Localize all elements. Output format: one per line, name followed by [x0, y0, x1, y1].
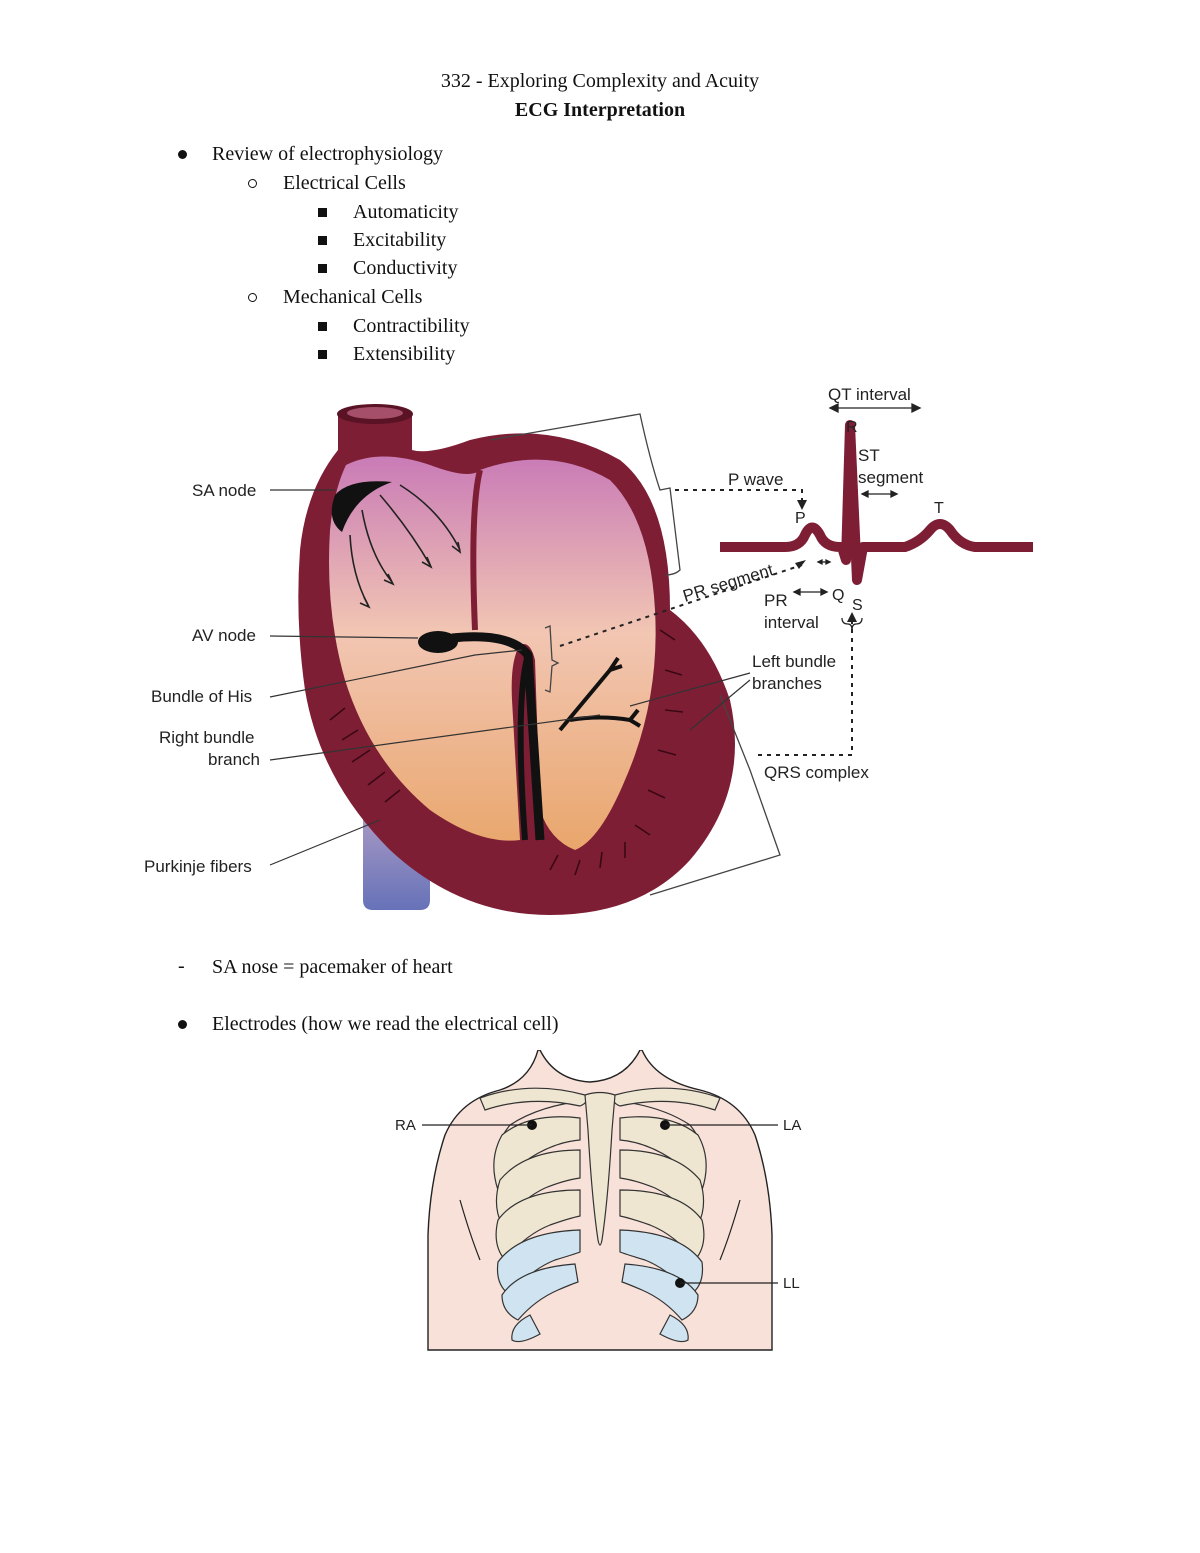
- purkinje-fibers-shape: [329, 629, 684, 876]
- circle-bullet-icon: [248, 179, 257, 188]
- rib-cage-shape: [479, 1087, 721, 1343]
- label-wave-p: P: [795, 510, 806, 527]
- square-bullet-icon: [318, 208, 327, 217]
- interval-arrow: [792, 402, 922, 597]
- outline-item: Excitability: [353, 229, 447, 251]
- av-node-shape: [418, 631, 458, 653]
- outline-item: Electrodes (how we read the electrical c…: [212, 1013, 559, 1035]
- arm-line: [719, 1199, 741, 1261]
- label-pr-interval: interval: [764, 613, 819, 632]
- label-st-segment: ST: [858, 446, 880, 465]
- sa-node-shape: [331, 481, 392, 532]
- label-la: LA: [783, 1117, 801, 1134]
- label-ll: LL: [783, 1275, 800, 1292]
- electrode-placement-diagram: RA LA LL: [395, 1050, 801, 1351]
- ecg-trace: [720, 420, 1033, 585]
- aorta-opening-shape: [347, 407, 403, 419]
- outline-item: Electrical Cells: [283, 172, 406, 194]
- septum-line: [470, 469, 483, 631]
- label-pr-interval: PR: [764, 591, 788, 610]
- page-title: 332 - Exploring Complexity and Acuity: [440, 70, 760, 92]
- label-qrs-complex: QRS complex: [764, 763, 869, 782]
- outline-item: Contractibility: [353, 315, 470, 337]
- leader-line: [269, 489, 751, 866]
- label-wave-r: R: [846, 419, 858, 436]
- label-av-node: AV node: [192, 626, 256, 645]
- label-wave-q: Q: [832, 587, 844, 604]
- label-sa-node: SA node: [192, 481, 256, 500]
- av-bracket: [544, 625, 560, 693]
- square-bullet-icon: [318, 264, 327, 273]
- square-bullet-icon: [318, 350, 327, 359]
- label-qt-interval: QT interval: [828, 385, 911, 404]
- label-purkinje: Purkinje fibers: [144, 857, 252, 876]
- outline-item: Conductivity: [353, 257, 458, 279]
- label-left-bundle: Left bundle: [752, 652, 836, 671]
- square-bullet-icon: [318, 322, 327, 331]
- outline-note: SA nose = pacemaker of heart: [212, 956, 453, 978]
- label-right-bundle: Right bundle: [159, 728, 254, 747]
- outline-item: Extensibility: [353, 343, 456, 365]
- bullet-icon: [178, 150, 187, 159]
- label-bundle-of-his: Bundle of His: [151, 687, 252, 706]
- outline-item: Review of electrophysiology: [212, 143, 444, 165]
- bullet-icon: [178, 1020, 187, 1029]
- right-bundle-branch-shape: [517, 654, 531, 841]
- dashed-connector: [559, 489, 853, 756]
- label-p-wave: P wave: [728, 470, 783, 489]
- outline-item: Automaticity: [353, 201, 459, 223]
- label-pr-segment: PR segment: [681, 560, 776, 606]
- square-bullet-icon: [318, 236, 327, 245]
- ventricle-bracket: [649, 694, 781, 896]
- outline-item: Mechanical Cells: [283, 286, 423, 308]
- label-wave-s: S: [852, 597, 863, 614]
- arrow-head: [797, 500, 807, 510]
- arrow-head: [795, 560, 806, 569]
- circle-bullet-icon: [248, 293, 257, 302]
- arm-line: [459, 1199, 481, 1261]
- dash-bullet-icon: -: [178, 955, 185, 977]
- page-subtitle: ECG Interpretation: [514, 99, 686, 121]
- heart-conduction-diagram: SA node AV node Bundle of His Right bund…: [144, 385, 1033, 915]
- arrow-head: [847, 612, 857, 622]
- atrial-bracket: [489, 413, 681, 576]
- label-wave-t: T: [934, 500, 944, 517]
- qrs-brace: [841, 617, 863, 631]
- impulse-arrows: [349, 484, 462, 609]
- label-right-bundle: branch: [208, 750, 260, 769]
- label-ra: RA: [395, 1117, 416, 1134]
- label-st-segment: segment: [858, 468, 923, 487]
- left-bundle-branch-shape: [558, 656, 642, 732]
- bundle-of-his-shape: [451, 632, 545, 841]
- label-left-bundle: branches: [752, 674, 822, 693]
